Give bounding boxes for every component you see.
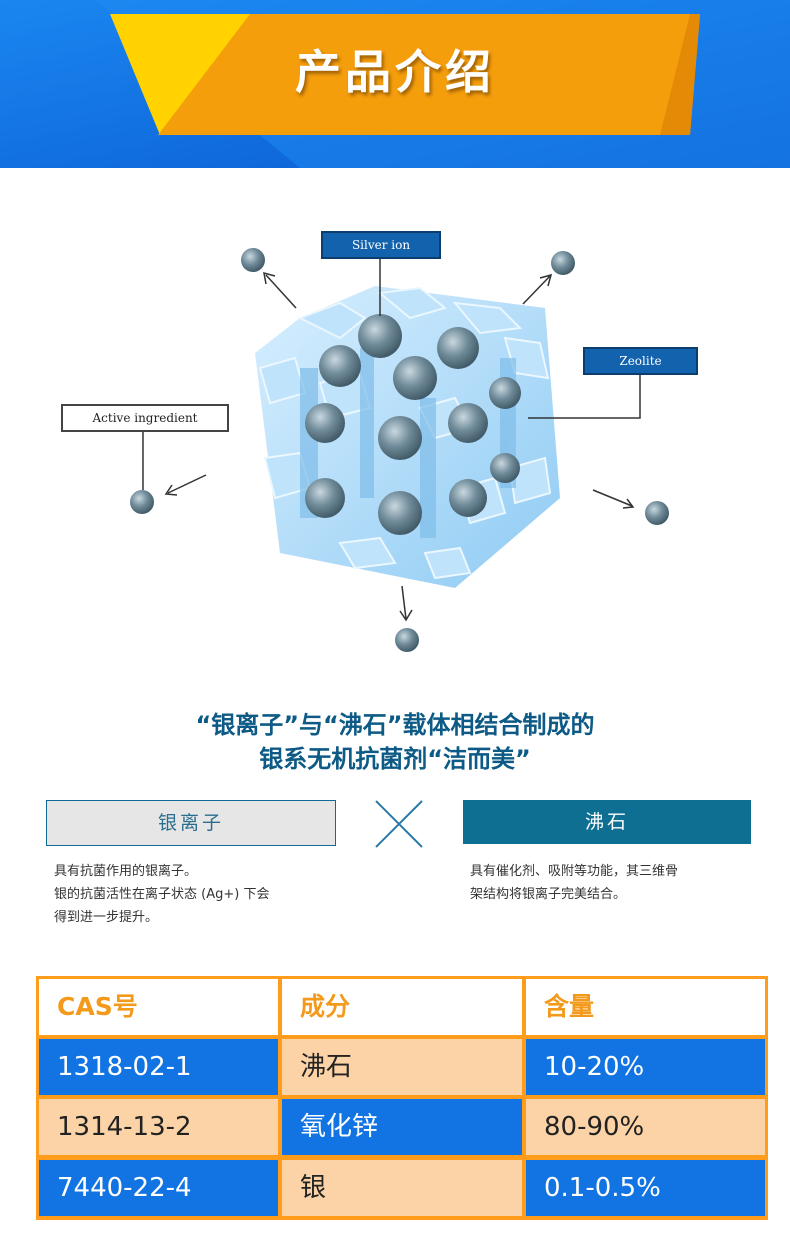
composition-table: CAS号 成分 含量 1318-02-1 沸石 10-20% 1314-13-2…	[36, 976, 768, 1220]
zeolite-crystal-illustration	[130, 248, 669, 652]
label-leader-lines	[142, 259, 641, 490]
silver-ions-cluster	[305, 314, 521, 535]
desc-line: 银的抗菌活性在离子状态 (Ag+) 下会	[54, 887, 270, 902]
table-header-cas: CAS号	[39, 979, 278, 1035]
silver-ion-description: 具有抗菌作用的银离子。 银的抗菌活性在离子状态 (Ag+) 下会 得到进一步提升…	[54, 860, 344, 929]
table-cell: 80-90%	[526, 1099, 765, 1155]
release-arrows	[164, 271, 635, 622]
banner-background	[0, 0, 790, 168]
table-cell: 银	[282, 1160, 522, 1216]
active-ingredient-label: Active ingredient	[61, 404, 229, 432]
desc-line: 具有催化剂、吸附等功能，其三维骨	[470, 864, 679, 879]
table-cell: 1318-02-1	[39, 1039, 278, 1095]
escaping-silver-ions	[130, 248, 669, 652]
table-header-component: 成分	[282, 979, 522, 1035]
table-cell: 10-20%	[526, 1039, 765, 1095]
zeolite-box: 沸石	[463, 800, 751, 844]
silver-ion-box: 银离子	[46, 800, 336, 846]
table-cell: 7440-22-4	[39, 1160, 278, 1216]
desc-line: 得到进一步提升。	[54, 910, 159, 925]
zeolite-description: 具有催化剂、吸附等功能，其三维骨 架结构将银离子完美结合。	[470, 860, 760, 906]
product-headline: “银离子”与“沸石”载体相结合制成的 银系无机抗菌剂“洁而美”	[0, 708, 790, 776]
zeolite-label: Zeolite	[583, 347, 698, 375]
table-cell: 沸石	[282, 1039, 522, 1095]
headline-line-2: 银系无机抗菌剂“洁而美”	[259, 745, 531, 773]
silver-ion-label: Silver ion	[321, 231, 441, 259]
header-banner: 产品介绍	[0, 0, 790, 168]
table-cell: 1314-13-2	[39, 1099, 278, 1155]
desc-line: 具有抗菌作用的银离子。	[54, 864, 198, 879]
desc-line: 架结构将银离子完美结合。	[470, 887, 627, 902]
table-header-content: 含量	[526, 979, 765, 1035]
page-title: 产品介绍	[295, 45, 495, 99]
cross-icon	[375, 800, 423, 848]
table-cell: 氧化锌	[282, 1099, 522, 1155]
headline-line-1: “银离子”与“沸石”载体相结合制成的	[195, 711, 595, 739]
table-cell: 0.1-0.5%	[526, 1160, 765, 1216]
zeolite-diagram: Silver ion Zeolite Active ingredient	[0, 168, 790, 688]
